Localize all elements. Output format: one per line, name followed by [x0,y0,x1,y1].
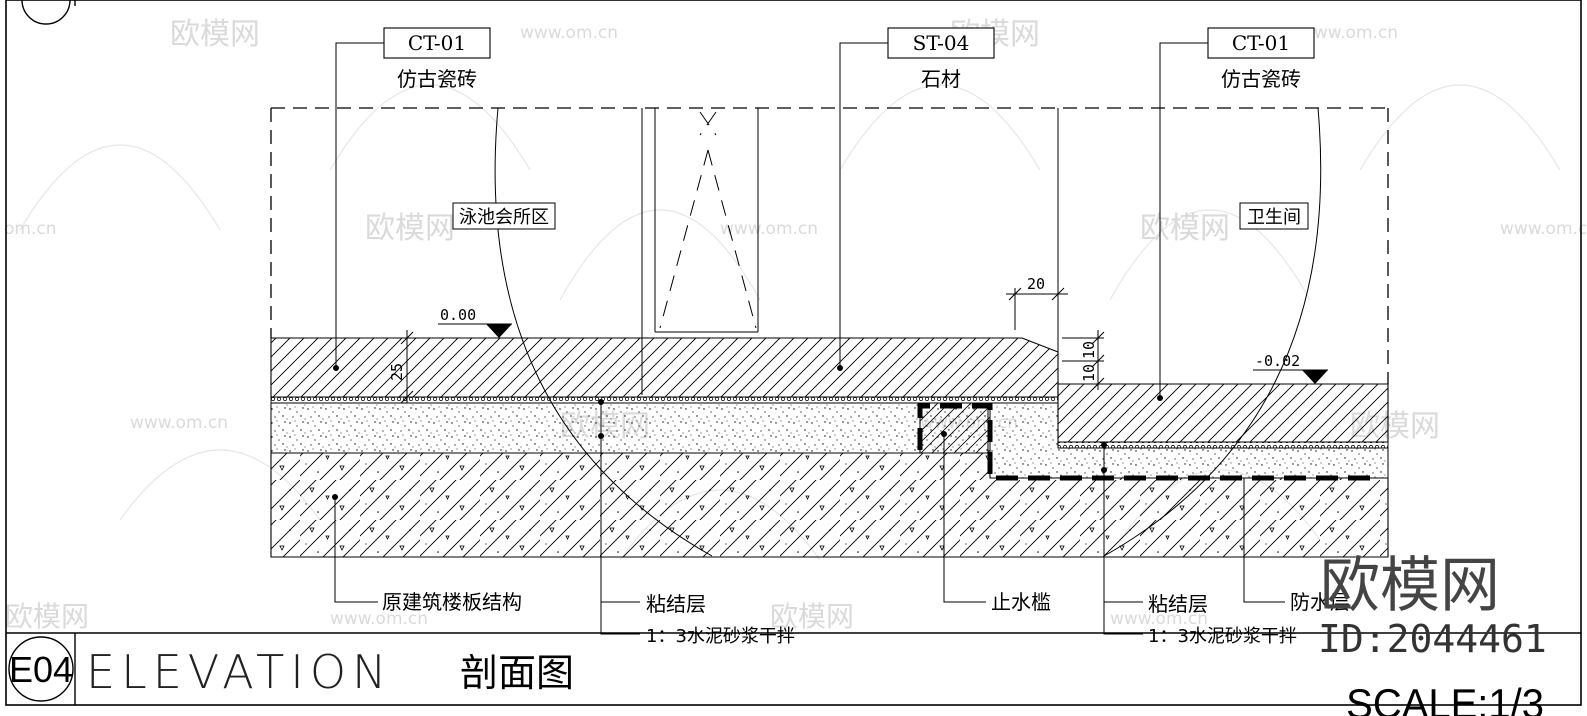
watermark-id: ID:2044461 [1318,617,1547,661]
label-mortar-left: 1：3水泥砂浆干拌 [646,626,795,647]
tile-layer-left [270,337,1059,398]
callout-code: ST-04 [913,31,970,55]
watermark-brand-large: 欧模网 [1320,551,1500,621]
waterproof-layer [917,403,1380,481]
label-bond-left: 粘结层 [646,592,706,616]
dimension-step-width [1006,287,1068,330]
watermark-site: www.om.cn [720,219,818,239]
dimension-step-height-a: 10 [1080,341,1098,359]
callout-st04: ST-04 石材 [837,27,995,371]
bond-layer-right [1057,441,1389,449]
door-swing-arc-right [1103,107,1322,557]
svg-text:-0.02: -0.02 [1255,352,1300,370]
previous-detail-bubble [21,0,71,25]
door-swing-arc-left [494,107,713,557]
scale-label: SCALE:1/3 [1346,680,1544,716]
leader-dots-bottom [332,399,1107,500]
callout-name: 石材 [921,67,961,91]
callout-code: CT-01 [1232,31,1290,55]
mortar-layer-left [270,402,989,454]
watermark-brand: 欧模网 [1140,211,1230,246]
label-mortar-right: 1：3水泥砂浆干拌 [1148,626,1297,647]
label-bond-right: 粘结层 [1148,592,1208,616]
view-type: ELEVATION [86,645,392,699]
svg-text:卫生间: 卫生间 [1247,207,1301,228]
watermark-site: www.om.cn [1500,219,1587,239]
callout-ct01-left: CT-01 仿古瓷砖 [333,27,491,371]
watermark-brand: 欧模网 [365,211,455,246]
watermark-site: www.om.cn [130,413,228,433]
watermark-site: www.om.cn [520,23,618,43]
dimension-step-width-value: 20 [1027,275,1045,293]
room-label-left: 泳池会所区 [452,202,556,230]
watermark-brand: 欧模网 [5,600,89,633]
watermark-brand: 欧模网 [170,17,260,52]
label-waterproof: 防水层 [1290,590,1350,614]
watermark-site-short: om.cn [4,219,57,239]
dimension-step-height [1062,330,1105,391]
svg-text:泳池会所区: 泳池会所区 [459,207,549,228]
dimension-thickness-value: 25 [388,363,406,381]
watermark-site: www.om.cn [1110,609,1208,629]
leader-lines-bottom [334,402,1285,635]
label-water-stop: 止水槛 [991,590,1051,614]
water-stop-curb [919,402,991,454]
detail-code: E04 [9,649,73,690]
watermark-site: www.om.cn [330,609,428,629]
dimension-step-height-b: 10 [1080,364,1098,382]
level-marker-right: -0.02 [1253,352,1328,384]
svg-text:0.00: 0.00 [440,306,476,324]
callout-code: CT-01 [408,31,466,55]
view-title: 剖面图 [460,651,574,695]
dashed-wall-outline [270,107,1390,384]
callout-name: 仿古瓷砖 [1221,67,1301,91]
tile-layer-right [1057,383,1389,443]
sheet-border [5,0,1582,706]
callout-name: 仿古瓷砖 [397,67,477,91]
watermark-site: www.om.cn [1300,23,1398,43]
watermark-brand: 欧模网 [770,600,854,633]
level-marker-left: 0.00 [438,306,512,338]
door-frame [641,108,1059,395]
bond-layer-left [270,396,1059,404]
room-label-right: 卫生间 [1239,202,1309,230]
detail-bubble [8,636,74,702]
label-structure: 原建筑楼板结构 [382,590,522,614]
callout-ct01-right: CT-01 仿古瓷砖 [1157,27,1315,401]
dimension-thickness [400,330,414,404]
